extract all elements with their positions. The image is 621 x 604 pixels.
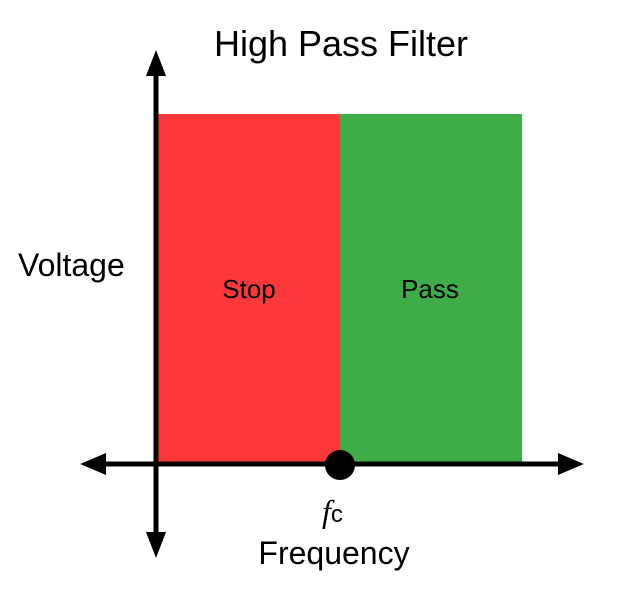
stop-region <box>158 114 340 464</box>
diagram-title: High Pass Filter <box>214 23 468 64</box>
y-axis-arrow-down <box>146 532 166 558</box>
y-axis-label: Voltage <box>18 247 125 283</box>
y-axis <box>146 50 166 558</box>
cutoff-point <box>325 450 355 480</box>
pass-region-label: Pass <box>401 274 459 304</box>
y-axis-arrow-up <box>146 50 166 76</box>
x-axis-arrow-left <box>80 453 106 475</box>
stop-region-label: Stop <box>222 274 276 304</box>
x-axis-label: Frequency <box>258 535 409 571</box>
cutoff-label: fc <box>322 493 343 529</box>
pass-region <box>340 114 522 464</box>
x-axis-arrow-right <box>558 453 584 475</box>
